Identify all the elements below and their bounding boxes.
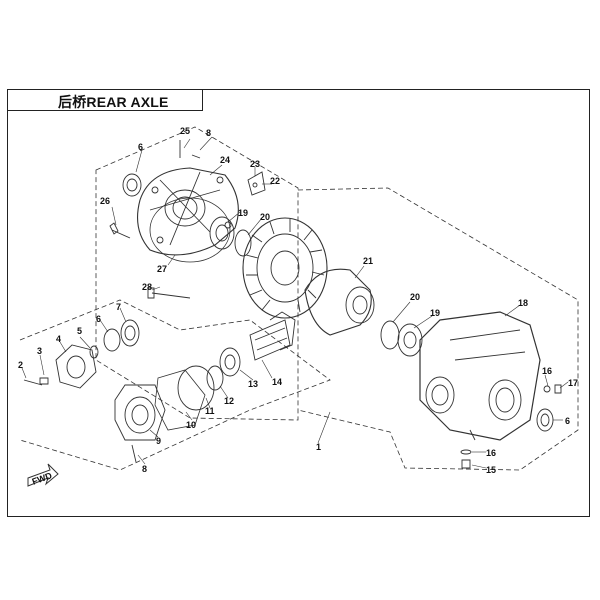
callout-5: 5 bbox=[77, 326, 82, 336]
diagram-title: 后桥REAR AXLE bbox=[58, 94, 169, 110]
flange-4-part bbox=[55, 344, 97, 389]
bearing-19-right-part bbox=[397, 323, 423, 357]
callout-25: 25 bbox=[180, 126, 190, 136]
callout-20-upper: 20 bbox=[260, 212, 270, 222]
shim-20-right-part bbox=[380, 320, 400, 350]
callout-26: 26 bbox=[100, 196, 110, 206]
bearing-housing-9-part bbox=[114, 384, 166, 441]
bolt-8-top-part bbox=[191, 154, 201, 159]
bearing-7-part bbox=[120, 319, 140, 347]
callout-24: 24 bbox=[220, 155, 230, 165]
washer-16-right-part bbox=[543, 385, 551, 393]
bearing-13-part bbox=[219, 347, 241, 377]
callout-6-top: 6 bbox=[138, 142, 143, 152]
oring-11-part bbox=[177, 365, 215, 411]
callout-15: 15 bbox=[486, 465, 496, 475]
callout-21: 21 bbox=[363, 256, 373, 266]
bearing-19-upper-part bbox=[209, 216, 235, 250]
gasket-10-part bbox=[154, 369, 206, 431]
callout-23: 23 bbox=[250, 159, 260, 169]
callout-labels: 1 2 3 4 5 6 7 8 9 10 11 12 13 14 15 16 1… bbox=[18, 126, 578, 487]
bolt-8-bottom-part bbox=[131, 444, 137, 463]
differential-case-part bbox=[304, 268, 375, 336]
callout-18: 18 bbox=[518, 298, 528, 308]
callout-4: 4 bbox=[56, 334, 61, 344]
callout-16-right: 16 bbox=[542, 366, 552, 376]
callout-6-right: 6 bbox=[565, 416, 570, 426]
axle-housing-part bbox=[419, 311, 541, 441]
oring-5-part bbox=[89, 345, 99, 359]
bolt-26-part bbox=[109, 222, 131, 239]
callout-1: 1 bbox=[316, 442, 321, 452]
oil-seal-6-left-part bbox=[103, 328, 121, 352]
bracket-23-part bbox=[247, 171, 266, 196]
plug-17-part bbox=[554, 384, 562, 394]
washer-16-bottom-part bbox=[460, 449, 472, 455]
leader-lines bbox=[21, 136, 569, 469]
upper-group-outline bbox=[95, 126, 299, 421]
callout-6-left: 6 bbox=[96, 314, 101, 324]
callout-17: 17 bbox=[568, 378, 578, 388]
bolt-22-part bbox=[252, 182, 258, 188]
callout-22: 22 bbox=[270, 176, 280, 186]
right-group-outline bbox=[297, 187, 579, 471]
callout-20-right: 20 bbox=[410, 292, 420, 302]
diagram-frame bbox=[7, 89, 590, 517]
fwd-label: FWD bbox=[31, 470, 54, 487]
callout-3: 3 bbox=[37, 346, 42, 356]
lower-left-outline bbox=[19, 299, 331, 471]
forward-arrow-icon bbox=[27, 463, 59, 487]
callout-14: 14 bbox=[272, 377, 282, 387]
callout-19-right: 19 bbox=[430, 308, 440, 318]
callout-10: 10 bbox=[186, 420, 196, 430]
callout-12: 12 bbox=[224, 396, 234, 406]
callout-9: 9 bbox=[156, 436, 161, 446]
callout-11: 11 bbox=[205, 406, 215, 416]
callout-27: 27 bbox=[157, 264, 167, 274]
callout-28: 28 bbox=[142, 282, 152, 292]
callout-13: 13 bbox=[248, 379, 258, 389]
callout-7: 7 bbox=[116, 302, 121, 312]
bolt-2-part bbox=[23, 379, 43, 386]
callout-8-bottom: 8 bbox=[142, 464, 147, 474]
ring-gear-part bbox=[242, 217, 328, 319]
callout-8-top: 8 bbox=[206, 128, 211, 138]
oil-seal-right-part bbox=[536, 408, 554, 432]
callout-16-bottom: 16 bbox=[486, 448, 496, 458]
callout-2: 2 bbox=[18, 360, 23, 370]
gasket-27-part bbox=[149, 197, 231, 263]
title-box bbox=[7, 89, 203, 111]
shim-12-part bbox=[206, 365, 224, 391]
shim-20-upper-part bbox=[234, 229, 252, 257]
oil-seal-top-part bbox=[122, 173, 142, 197]
drain-plug-15-part bbox=[461, 459, 471, 469]
callout-19-upper: 19 bbox=[238, 208, 248, 218]
pinion-gear-part bbox=[249, 311, 296, 361]
washer-3-part bbox=[39, 377, 49, 385]
bolt-28-part bbox=[147, 287, 191, 299]
